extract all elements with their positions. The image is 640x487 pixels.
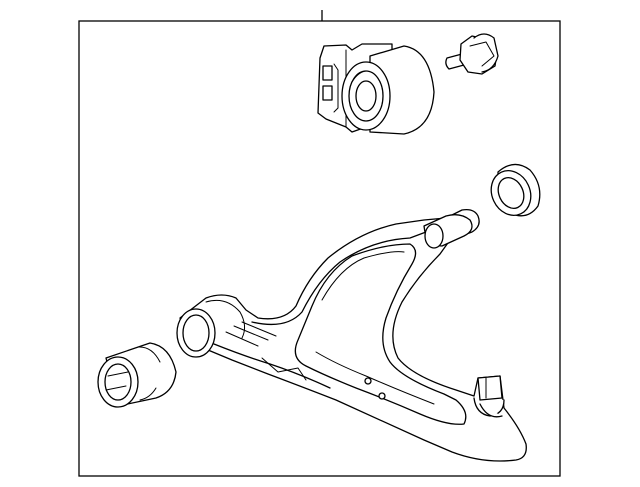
lower-control-arm[interactable] <box>176 208 527 462</box>
front-bushing[interactable] <box>97 342 177 408</box>
rear-bushing[interactable] <box>317 43 435 135</box>
ball-joint-seal[interactable] <box>484 163 541 222</box>
bushing-bolt[interactable] <box>445 33 499 75</box>
